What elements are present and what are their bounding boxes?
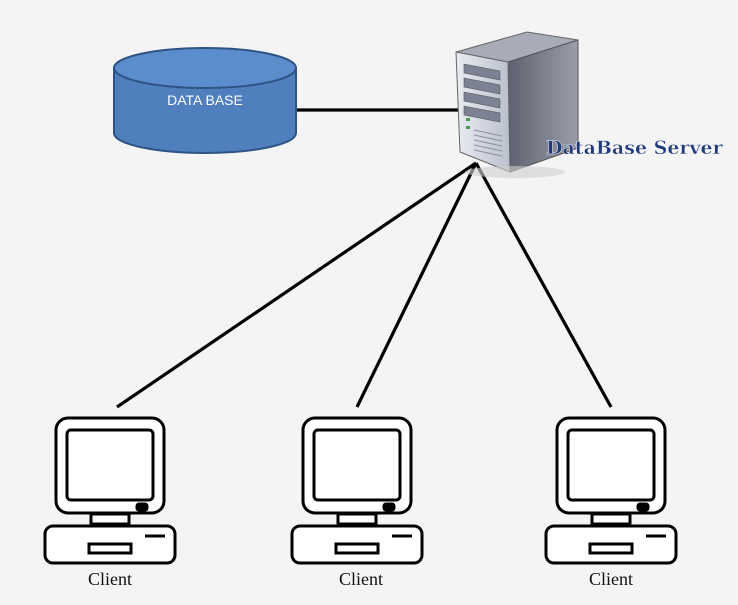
desktop-computer-icon (43, 416, 177, 565)
connectors (116, 108, 613, 409)
desktop-computer-icon (544, 416, 678, 565)
server-tower-icon (455, 31, 579, 178)
desktop-computer-icon (290, 416, 424, 565)
connector-server-client-3 (474, 162, 613, 408)
client-label-3: Client (589, 569, 633, 589)
client-label-2: Client (339, 569, 383, 589)
database-cylinder-icon: DATA BASE (113, 47, 297, 154)
client-computer-3 (544, 416, 678, 565)
client-computer-1 (43, 416, 177, 565)
client-label-1: Client (88, 569, 132, 589)
connector-server-client-2 (355, 162, 478, 408)
database-label: DATA BASE (167, 92, 243, 108)
server-label: DataBase Server (546, 137, 724, 159)
client-computer-2 (290, 416, 424, 565)
connector-server-client-1 (116, 161, 477, 409)
